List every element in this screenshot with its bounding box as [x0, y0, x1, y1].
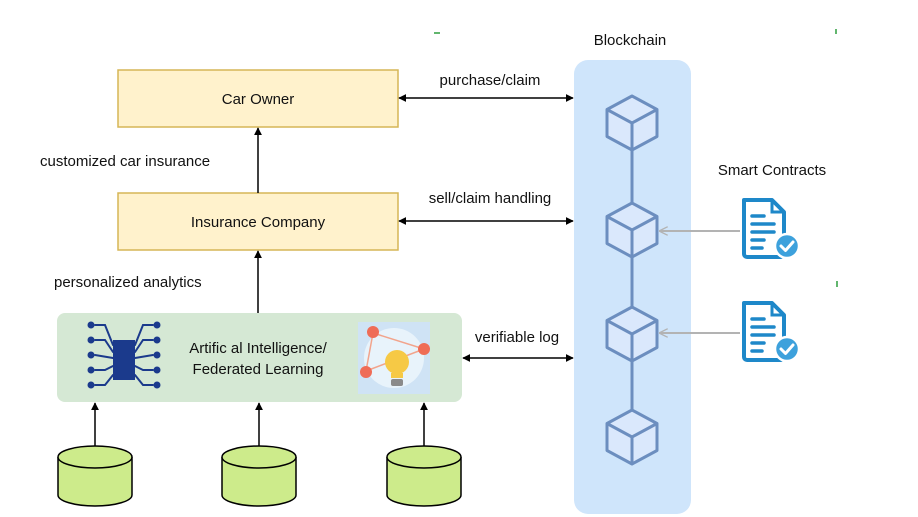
car-owner-box: [117, 69, 399, 128]
block-3: [605, 305, 659, 363]
edge-label-personalized: personalized analytics: [54, 274, 202, 291]
neural-network-icon: [87, 321, 161, 389]
block-1: [605, 94, 659, 152]
contract-document-icon-1: [742, 198, 801, 260]
ai-label-line1: Artific al Intelligence/: [189, 340, 327, 357]
database-icon-2: [221, 445, 297, 507]
insurance-company-label: Insurance Company: [191, 214, 326, 231]
edge-label-customized: customized car insurance: [40, 153, 210, 170]
database-icon-1: [57, 445, 133, 507]
car-owner-label: Car Owner: [222, 91, 295, 108]
vertical-arrows: [91, 127, 428, 446]
database-icon-3: [386, 445, 462, 507]
edge-label-sell-claim: sell/claim handling: [429, 190, 552, 207]
edge-label-purchase-claim: purchase/claim: [440, 72, 541, 89]
contract-document-icon-2: [742, 301, 801, 363]
smart-contracts-label: Smart Contracts: [718, 162, 826, 179]
blockchain-label: Blockchain: [594, 32, 667, 49]
ai-label-line2: Federated Learning: [193, 361, 324, 378]
insurance-company-box: [117, 192, 399, 251]
block-4: [605, 408, 659, 466]
lightbulb-network-icon: [358, 322, 430, 394]
block-2: [605, 201, 659, 259]
edge-label-verifiable-log: verifiable log: [475, 329, 559, 346]
